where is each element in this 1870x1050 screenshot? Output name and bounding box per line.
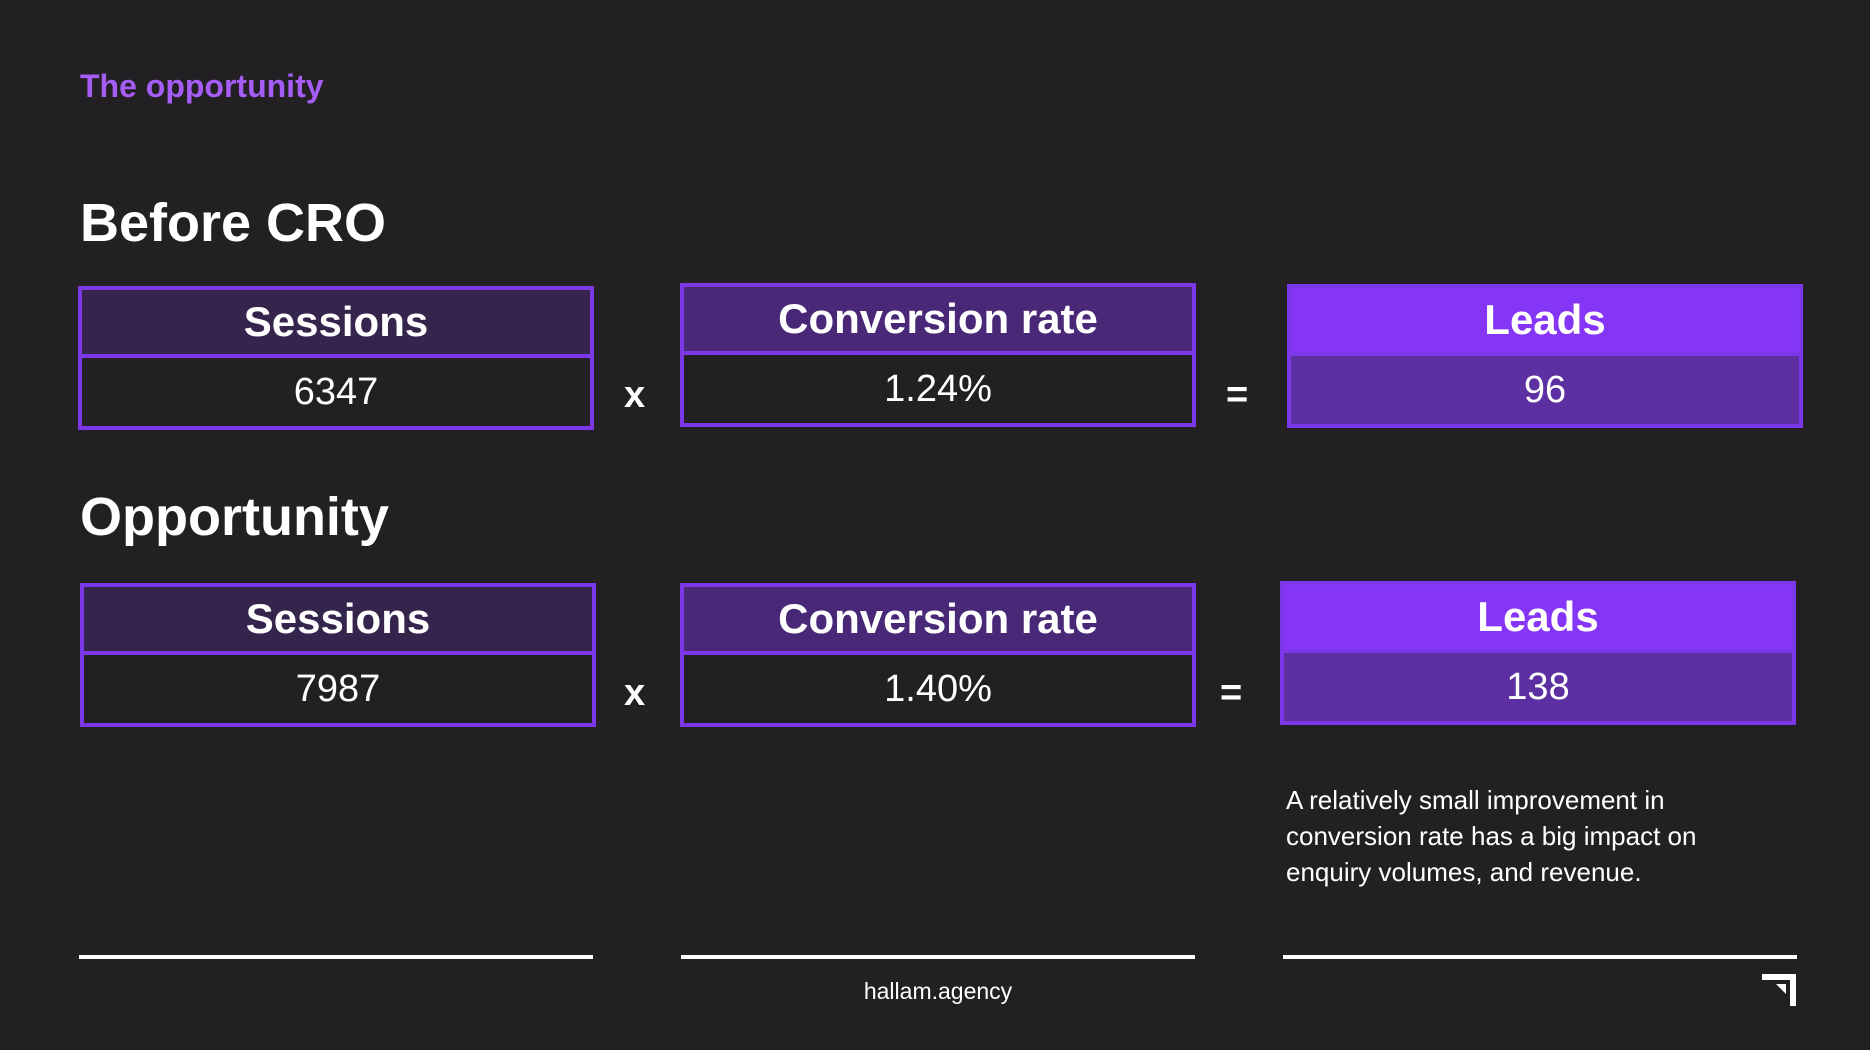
before-sessions-value: 6347 [293,370,379,413]
before-conversion-label: Conversion rate [684,287,1192,355]
opportunity-title: Opportunity [80,487,389,547]
opportunity-conversion-box: Conversion rate 1.40% [680,583,1196,727]
opportunity-conversion-value: 1.40% [884,667,992,710]
opportunity-equals-sign: = [1220,672,1243,714]
before-leads-box: Leads 96 [1287,284,1803,428]
opportunity-conversion-label: Conversion rate [684,587,1192,655]
hallam-logo-icon [1760,972,1798,1008]
before-conversion-value: 1.24% [884,367,992,410]
before-leads-label: Leads [1291,288,1799,356]
before-leads-value: 96 [1291,356,1799,424]
footer-rule-center [681,955,1195,959]
opportunity-leads-value: 138 [1284,653,1792,721]
opportunity-leads-box: Leads 138 [1280,581,1796,725]
opportunity-sessions-box: Sessions 7987 [80,583,596,727]
opportunity-sessions-label: Sessions [84,587,592,655]
insight-note: A relatively small improvement in conver… [1286,785,1697,887]
opportunity-leads-label: Leads [1284,585,1792,653]
footer-rule-left [79,955,593,959]
before-sessions-label: Sessions [82,290,590,358]
before-multiply-sign: x [624,374,646,416]
opportunity-sessions-value: 7987 [295,667,381,710]
before-cro-title: Before CRO [80,193,387,253]
before-sessions-box: Sessions 6347 [78,286,594,430]
before-conversion-box: Conversion rate 1.24% [680,283,1196,427]
section-eyebrow: The opportunity [80,68,324,104]
opportunity-multiply-sign: x [624,672,646,714]
footer-site-link[interactable]: hallam.agency [863,978,1013,1004]
footer-rule-right [1283,955,1797,959]
before-equals-sign: = [1226,374,1249,416]
